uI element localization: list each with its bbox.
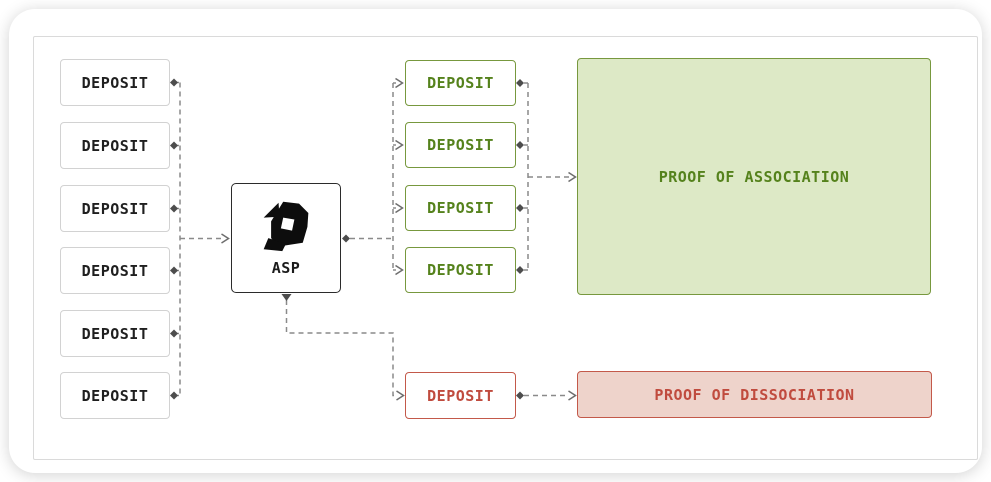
deposit-box: DEPOSIT [60,310,170,357]
proof-of-dissociation-label: PROOF OF DISSOCIATION [654,385,855,404]
associated-deposit-box: DEPOSIT [405,122,516,168]
dissociated-deposit-box: DEPOSIT [405,372,516,419]
deposit-label: DEPOSIT [427,199,494,217]
deposit-label: DEPOSIT [81,199,149,218]
deposit-label: DEPOSIT [427,136,494,154]
asp-node: ASP [231,183,341,293]
proof-of-association-box: PROOF OF ASSOCIATION [577,58,931,295]
deposit-box: DEPOSIT [60,185,170,232]
deposit-box: DEPOSIT [60,372,170,419]
deposit-label: DEPOSIT [81,261,149,280]
deposit-label: DEPOSIT [427,386,494,405]
proof-of-dissociation-box: PROOF OF DISSOCIATION [577,371,932,418]
deposit-label: DEPOSIT [81,73,149,92]
deposit-label: DEPOSIT [81,136,149,155]
asp-label: ASP [271,259,301,277]
proof-of-association-label: PROOF OF ASSOCIATION [658,167,850,186]
deposit-box: DEPOSIT [60,122,170,169]
deposit-label: DEPOSIT [81,386,149,405]
associated-deposit-box: DEPOSIT [405,185,516,231]
associated-deposit-box: DEPOSIT [405,247,516,293]
deposit-label: DEPOSIT [81,324,149,343]
deposit-box: DEPOSIT [60,59,170,106]
deposit-box: DEPOSIT [60,247,170,294]
asp-logo-icon [263,201,309,252]
associated-deposit-box: DEPOSIT [405,60,516,106]
deposit-label: DEPOSIT [427,261,494,279]
deposit-label: DEPOSIT [427,74,494,92]
